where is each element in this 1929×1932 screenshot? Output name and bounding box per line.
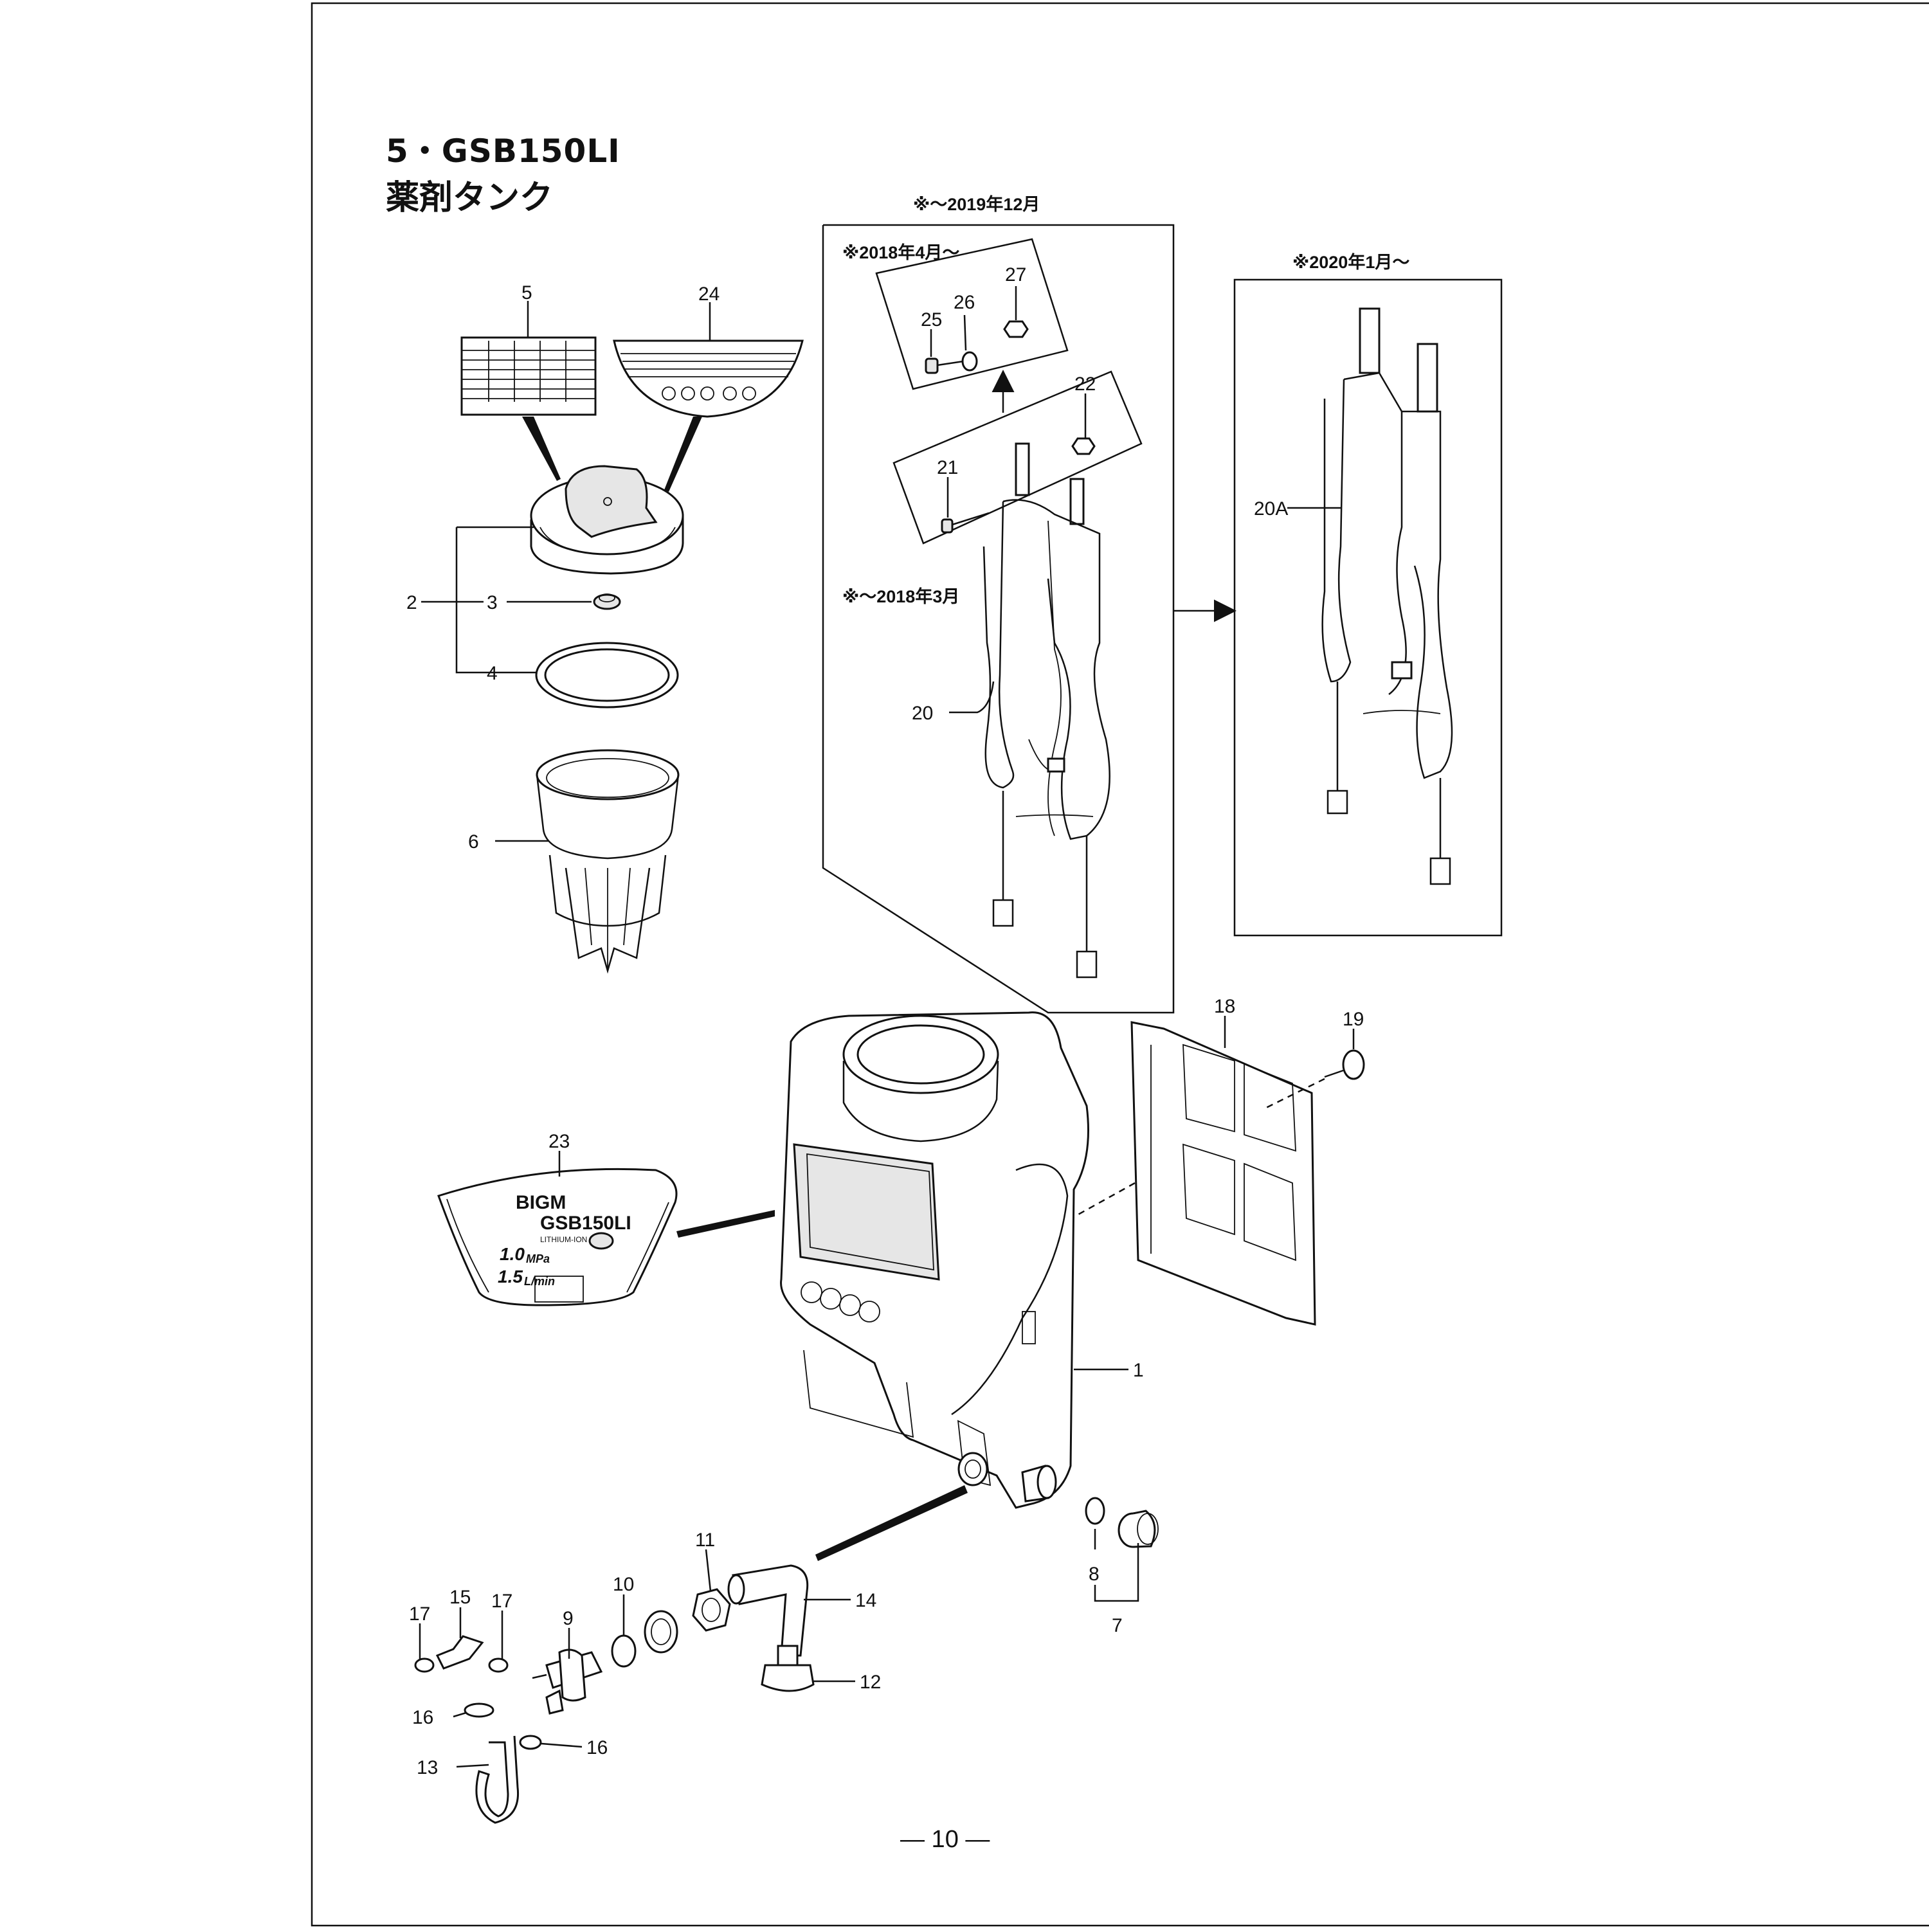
- label-9: 9: [563, 1608, 574, 1629]
- hose-15: [435, 1635, 484, 1670]
- leader-lines: [419, 286, 1355, 1768]
- tank-outlet: [957, 1452, 988, 1486]
- label-10: 10: [613, 1574, 634, 1595]
- back-plate-18: [1130, 1021, 1316, 1326]
- label-18: 18: [1214, 996, 1235, 1017]
- page-number: — 10 —: [900, 1826, 990, 1853]
- label-22: 22: [1074, 374, 1096, 395]
- clip-17b: [488, 1657, 509, 1673]
- label-8: 8: [1089, 1564, 1100, 1585]
- label-17a: 17: [409, 1603, 430, 1625]
- screw-set-box: [875, 238, 1069, 390]
- label-26: 26: [954, 292, 975, 313]
- decal-model: GSB150LI: [540, 1213, 631, 1234]
- label-12: 12: [860, 1672, 881, 1693]
- note-until-2018-03: ※～2018年3月: [842, 586, 959, 606]
- label-1: 1: [1133, 1360, 1144, 1381]
- label-3: 3: [487, 592, 498, 613]
- label-16a: 16: [412, 1707, 433, 1728]
- oring-8: [1085, 1497, 1105, 1525]
- shoulder-strap-20: [983, 442, 1110, 979]
- shoulder-strap-20A: [1321, 307, 1453, 885]
- oring-10: [611, 1634, 637, 1668]
- label-25: 25: [921, 309, 942, 330]
- valve-body-9: [532, 1648, 603, 1715]
- decal-pressure-unit: MPa: [526, 1252, 550, 1265]
- nut-27: [1003, 320, 1029, 338]
- strap-box-new: [1233, 278, 1503, 937]
- label-20: 20: [912, 703, 933, 724]
- ring-nut: [644, 1610, 678, 1654]
- screw-25: [925, 357, 964, 374]
- clip-16b: [519, 1735, 542, 1750]
- nut-11: [692, 1588, 731, 1632]
- hose-13: [475, 1735, 520, 1824]
- packing-4: [535, 642, 679, 709]
- hose-end-12: [761, 1645, 815, 1692]
- label-6: 6: [468, 831, 479, 853]
- label-14: 14: [855, 1590, 876, 1611]
- label-24: 24: [698, 284, 720, 305]
- screw-21: [941, 512, 990, 534]
- label-19: 19: [1343, 1009, 1364, 1030]
- note-from-2020-01: ※2020年1月～: [1292, 252, 1409, 272]
- warning-decal-24: [613, 339, 804, 418]
- bolt-box: [892, 370, 1143, 545]
- note-from-2018-04: ※2018年4月～: [842, 242, 959, 262]
- outlet-pointer: [815, 1485, 968, 1561]
- label-20A: 20A: [1254, 498, 1288, 519]
- tank-body-1: [780, 1011, 1089, 1509]
- label-13: 13: [417, 1757, 438, 1778]
- strainer-6: [536, 749, 680, 974]
- tank-cap-2: [530, 465, 684, 575]
- label-17b: 17: [491, 1591, 512, 1612]
- label-15: 15: [449, 1587, 471, 1608]
- tank-drain: [1021, 1465, 1057, 1503]
- page-frame: [311, 2, 1929, 1927]
- page-subtitle: 薬剤タンク: [386, 179, 554, 217]
- washer-26: [961, 351, 978, 372]
- decal-5-pointer: [522, 417, 561, 481]
- label-4: 4: [487, 663, 498, 684]
- valve-3: [593, 593, 621, 610]
- label-16b: 16: [586, 1737, 608, 1758]
- label-plate-5: [460, 336, 597, 416]
- label-11: 11: [695, 1530, 715, 1551]
- decal-flow-value: 1.5: [498, 1267, 523, 1286]
- label-23: 23: [548, 1131, 570, 1152]
- page-title: 5・GSB150LI: [386, 132, 620, 170]
- label-7: 7: [1112, 1615, 1123, 1636]
- clip-17a: [414, 1657, 435, 1673]
- nut-22: [1071, 437, 1096, 455]
- elbow-pipe-14: [727, 1564, 809, 1657]
- decal-23-pointer: [676, 1210, 775, 1238]
- label-27: 27: [1005, 264, 1026, 285]
- label-2: 2: [406, 592, 417, 613]
- decal-23: [437, 1168, 678, 1306]
- decal-pressure-value: 1.0: [500, 1244, 525, 1264]
- note-until-2019-12: ※～2019年12月: [913, 194, 1040, 214]
- label-21: 21: [937, 457, 958, 478]
- strap-box-old: [822, 224, 1175, 1014]
- screw-19: [1324, 1049, 1365, 1080]
- decal-brand: BIGM: [516, 1192, 566, 1213]
- decal-flow-unit: L/min: [524, 1275, 555, 1288]
- drain-cap-7: [1118, 1510, 1159, 1548]
- decal-battery: LITHIUM-ION: [540, 1235, 587, 1244]
- decal-24-pointer: [664, 417, 702, 492]
- clip-16a: [464, 1702, 494, 1718]
- label-5: 5: [521, 282, 532, 303]
